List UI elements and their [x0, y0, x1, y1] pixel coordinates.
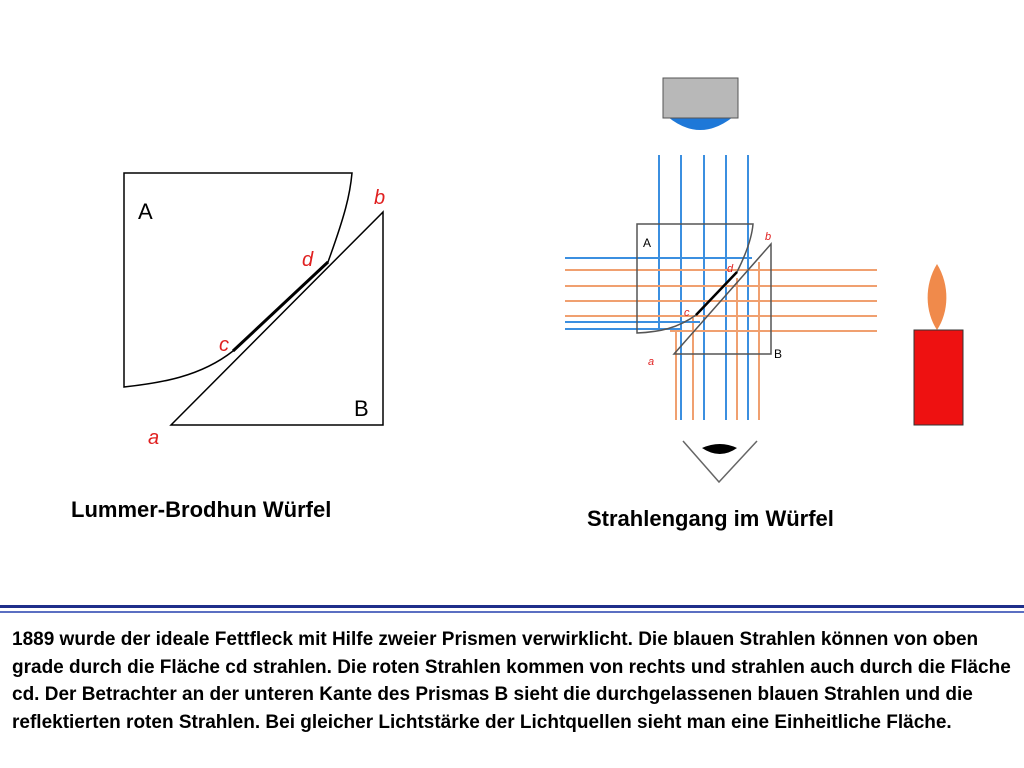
left-diagram-caption: Lummer-Brodhun Würfel: [71, 497, 332, 522]
small-point-d-label: d: [727, 263, 734, 275]
blue-vertical-rays: [658, 155, 749, 420]
lamp-housing: [662, 77, 739, 119]
small-point-c-label: c: [684, 307, 690, 319]
blue-horizontal-rays: [565, 257, 752, 330]
small-prism-a-label: A: [643, 236, 651, 250]
orange-horizontal-rays: [565, 269, 877, 332]
prism-b-label: B: [354, 396, 369, 421]
prism-a-label: A: [138, 199, 153, 224]
point-b-label: b: [374, 187, 385, 209]
small-point-a-label: a: [648, 356, 654, 368]
observer-eye-icon: [682, 440, 758, 484]
right-diagram-caption: Strahlengang im Würfel: [587, 506, 834, 531]
divider-line-top: [0, 605, 1024, 608]
small-prism-b-label: B: [774, 347, 782, 361]
divider-line-bottom: [0, 611, 1024, 613]
candle-icon: [913, 264, 964, 426]
small-point-b-label: b: [765, 231, 771, 243]
prism-b-shape: [169, 210, 384, 426]
candle-flame: [927, 264, 947, 330]
point-d-label: d: [302, 249, 314, 271]
point-c-label: c: [219, 334, 229, 356]
explanation-paragraph: 1889 wurde der ideale Fettfleck mit Hilf…: [12, 629, 1011, 733]
point-a-label: a: [148, 427, 159, 449]
lummer-brodhun-diagram: A B a b c d: [123, 172, 385, 449]
ray-path-diagram: A B a b c d: [565, 77, 964, 484]
contact-surface-cd: [231, 260, 330, 353]
candle-body: [913, 329, 964, 426]
small-prism-b-shape: [672, 242, 772, 355]
prism-a-shape: [123, 172, 353, 388]
small-contact-surface-cd: [695, 271, 738, 316]
orange-reflected-rays: [675, 262, 760, 420]
lamp-lens: [668, 117, 733, 130]
